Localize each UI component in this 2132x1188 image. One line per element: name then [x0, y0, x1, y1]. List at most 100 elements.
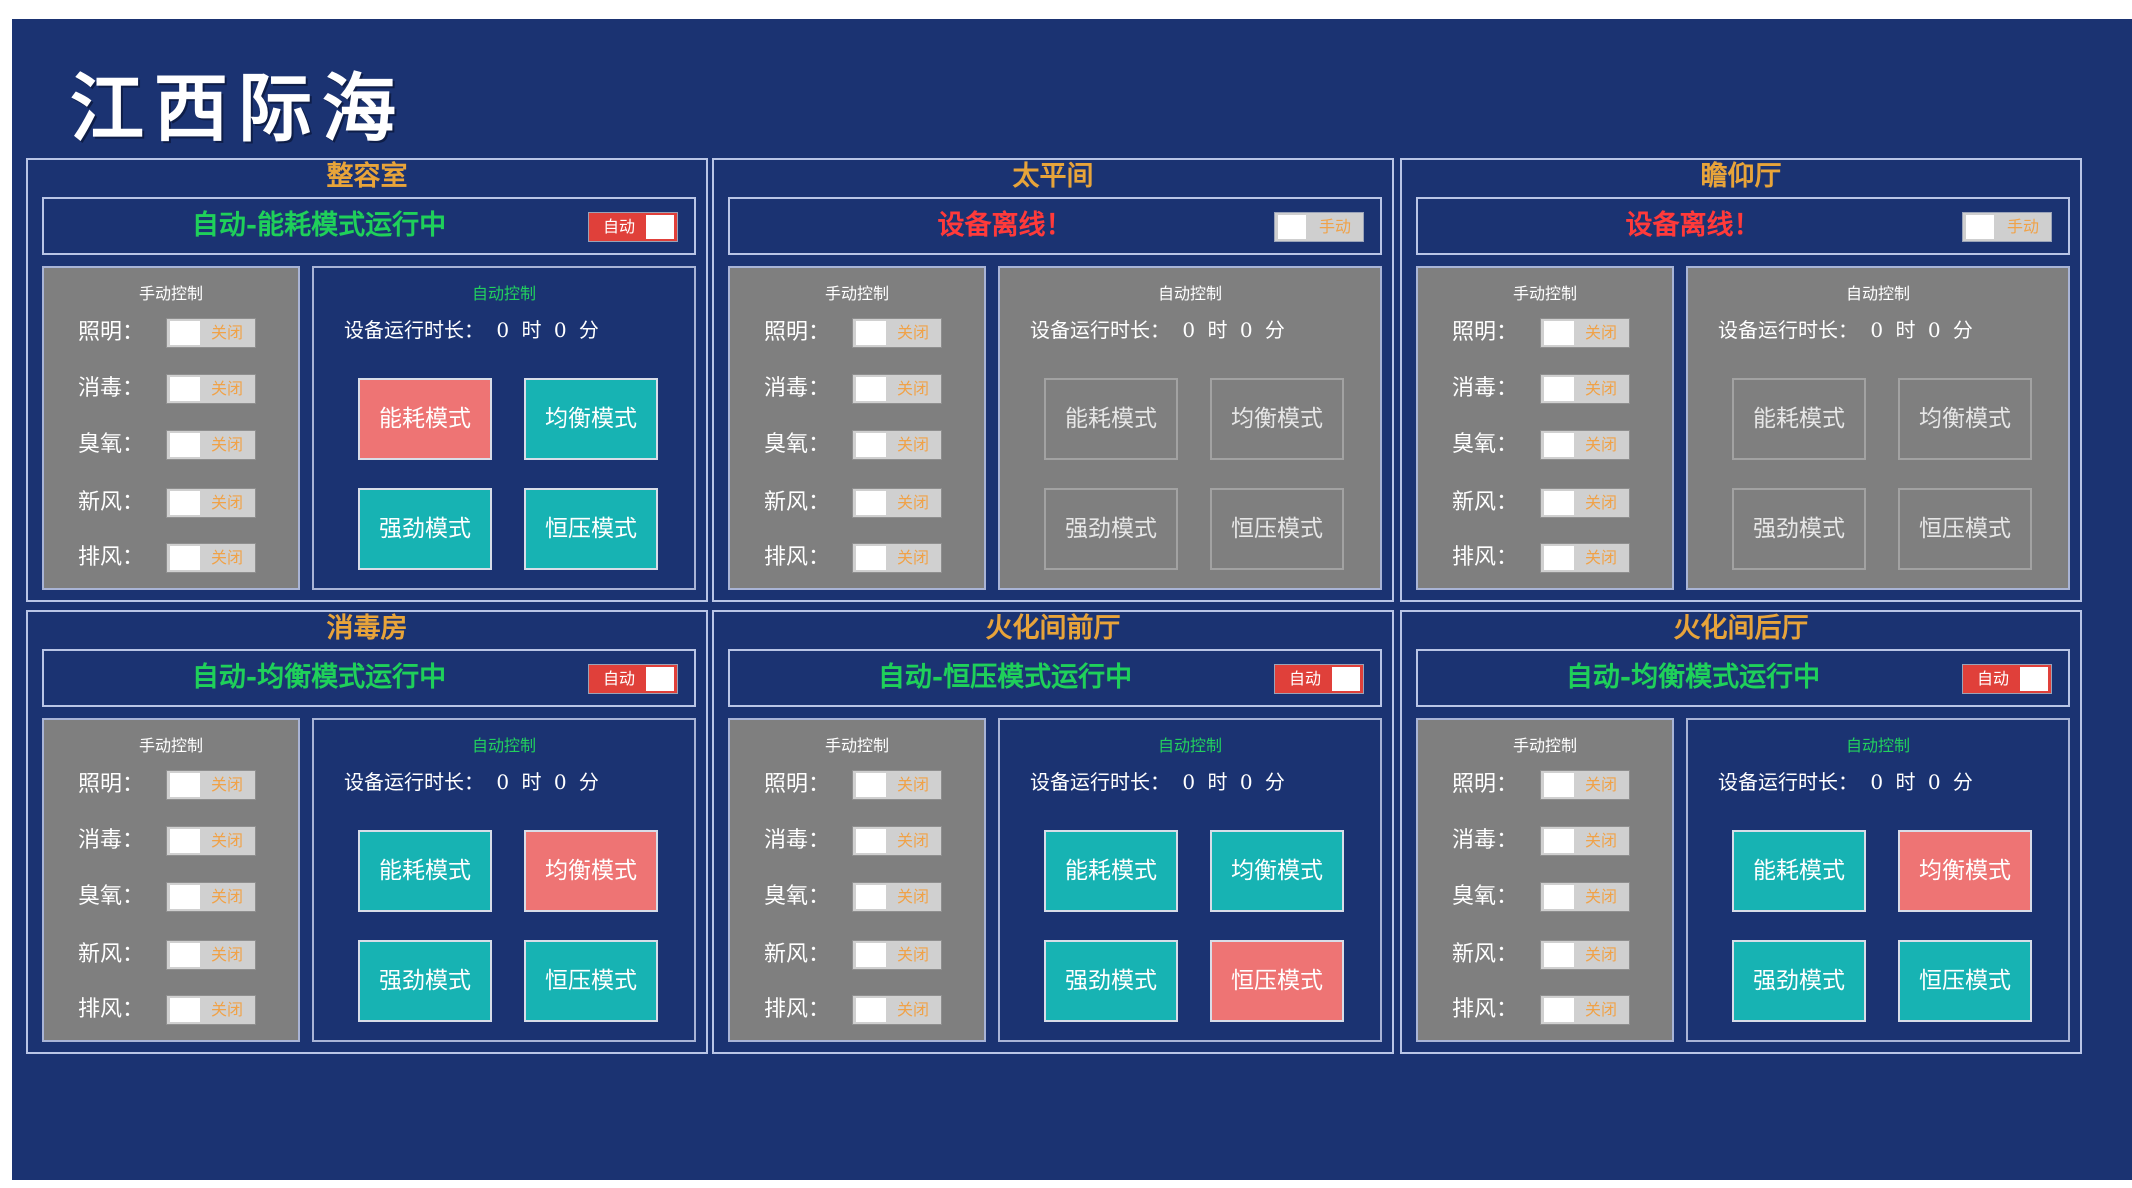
mode-button-constant-pressure[interactable]: 恒压模式 — [1898, 940, 2032, 1022]
room-title: 瞻仰厅 — [1700, 161, 1782, 192]
auto-panel-title: 自动控制 — [471, 736, 536, 755]
control-row: 消毒：关闭 — [1418, 824, 1672, 858]
device-switch[interactable]: 关闭 — [1540, 940, 1630, 970]
switch-state-label: 关闭 — [210, 1000, 243, 1019]
status-bar: 自动-均衡模式运行中 自动 — [1416, 649, 2070, 707]
mode-button-strong[interactable]: 强劲模式 — [1732, 488, 1866, 570]
minute-unit: 分 — [1264, 318, 1285, 342]
control-row: 照明：关闭 — [1418, 768, 1672, 802]
mode-button-strong[interactable]: 强劲模式 — [1044, 488, 1178, 570]
mode-button-balanced[interactable]: 均衡模式 — [524, 378, 658, 460]
auto-manual-toggle[interactable]: 手动 — [1274, 212, 1364, 242]
device-switch[interactable]: 关闭 — [166, 940, 256, 970]
runtime-minutes: 0 — [1239, 770, 1253, 794]
mode-button-energy[interactable]: 能耗模式 — [358, 378, 492, 460]
switch-knob — [1544, 773, 1574, 797]
device-switch[interactable]: 关闭 — [852, 940, 942, 970]
device-switch[interactable]: 关闭 — [852, 488, 942, 518]
runtime-hours: 0 — [1870, 770, 1884, 794]
mode-button-balanced[interactable]: 均衡模式 — [1898, 830, 2032, 912]
device-switch[interactable]: 关闭 — [166, 374, 256, 404]
auto-manual-toggle[interactable]: 自动 — [1962, 664, 2052, 694]
auto-manual-toggle[interactable]: 手动 — [1962, 212, 2052, 242]
control-row: 排风：关闭 — [1418, 993, 1672, 1027]
runtime-minutes: 0 — [1239, 318, 1253, 342]
runtime-hours: 0 — [1182, 318, 1196, 342]
mode-button-energy[interactable]: 能耗模式 — [1044, 378, 1178, 460]
control-label: 新风： — [1452, 942, 1519, 967]
mode-button-constant-pressure[interactable]: 恒压模式 — [1210, 940, 1344, 1022]
mode-button-balanced[interactable]: 均衡模式 — [1210, 830, 1344, 912]
switch-state-label: 关闭 — [210, 887, 243, 906]
switch-knob — [856, 546, 886, 570]
device-switch[interactable]: 关闭 — [166, 488, 256, 518]
mode-button-energy[interactable]: 能耗模式 — [1732, 378, 1866, 460]
mode-button-constant-pressure[interactable]: 恒压模式 — [1898, 488, 2032, 570]
control-label: 照明： — [78, 320, 145, 345]
device-switch[interactable]: 关闭 — [1540, 826, 1630, 856]
switch-state-label: 关闭 — [1584, 775, 1617, 794]
device-switch[interactable]: 关闭 — [1540, 430, 1630, 460]
device-switch[interactable]: 关闭 — [166, 770, 256, 800]
mode-button-balanced[interactable]: 均衡模式 — [524, 830, 658, 912]
device-switch[interactable]: 关闭 — [166, 318, 256, 348]
switch-state-label: 关闭 — [896, 548, 929, 567]
device-switch[interactable]: 关闭 — [1540, 770, 1630, 800]
device-switch[interactable]: 关闭 — [852, 318, 942, 348]
mode-button-strong[interactable]: 强劲模式 — [358, 940, 492, 1022]
mode-button-strong[interactable]: 强劲模式 — [1044, 940, 1178, 1022]
device-switch[interactable]: 关闭 — [166, 882, 256, 912]
mode-button-constant-pressure[interactable]: 恒压模式 — [524, 940, 658, 1022]
device-switch[interactable]: 关闭 — [852, 770, 942, 800]
device-switch[interactable]: 关闭 — [166, 543, 256, 573]
mode-button-strong[interactable]: 强劲模式 — [1732, 940, 1866, 1022]
control-row: 新风：关闭 — [44, 486, 298, 520]
status-bar: 自动-能耗模式运行中 自动 — [42, 197, 696, 255]
control-row: 新风：关闭 — [730, 938, 984, 972]
auto-control-panel: 自动控制 设备运行时长： 0 时 0 分 能耗模式 均衡模式 强劲模式 恒压模式 — [998, 266, 1382, 590]
switch-knob — [1544, 377, 1574, 401]
switch-state-label: 关闭 — [1584, 1000, 1617, 1019]
mode-button-constant-pressure[interactable]: 恒压模式 — [524, 488, 658, 570]
auto-manual-toggle[interactable]: 自动 — [1274, 664, 1364, 694]
control-row: 臭氧：关闭 — [730, 428, 984, 462]
device-switch[interactable]: 关闭 — [1540, 882, 1630, 912]
manual-control-panel: 手动控制 照明：关闭消毒：关闭臭氧：关闭新风：关闭排风：关闭 — [728, 718, 986, 1042]
switch-state-label: 关闭 — [896, 379, 929, 398]
control-row: 新风：关闭 — [1418, 486, 1672, 520]
mode-button-balanced[interactable]: 均衡模式 — [1898, 378, 2032, 460]
mode-button-balanced[interactable]: 均衡模式 — [1210, 378, 1344, 460]
control-row: 新风：关闭 — [44, 938, 298, 972]
switch-knob — [170, 998, 200, 1022]
mode-button-energy[interactable]: 能耗模式 — [358, 830, 492, 912]
mode-button-strong[interactable]: 强劲模式 — [358, 488, 492, 570]
mode-button-energy[interactable]: 能耗模式 — [1044, 830, 1178, 912]
device-switch[interactable]: 关闭 — [852, 882, 942, 912]
control-row: 臭氧：关闭 — [1418, 880, 1672, 914]
device-switch[interactable]: 关闭 — [1540, 543, 1630, 573]
mode-button-energy[interactable]: 能耗模式 — [1732, 830, 1866, 912]
device-switch[interactable]: 关闭 — [1540, 318, 1630, 348]
device-switch[interactable]: 关闭 — [1540, 374, 1630, 404]
runtime-hours: 0 — [496, 318, 510, 342]
device-switch[interactable]: 关闭 — [852, 430, 942, 460]
device-switch[interactable]: 关闭 — [1540, 995, 1630, 1025]
device-switch[interactable]: 关闭 — [852, 543, 942, 573]
control-label: 臭氧： — [764, 884, 831, 909]
switch-knob — [1544, 885, 1574, 909]
device-switch[interactable]: 关闭 — [852, 374, 942, 404]
mode-button-constant-pressure[interactable]: 恒压模式 — [1210, 488, 1344, 570]
device-switch[interactable]: 关闭 — [852, 826, 942, 856]
auto-manual-toggle[interactable]: 自动 — [588, 212, 678, 242]
auto-manual-toggle[interactable]: 自动 — [588, 664, 678, 694]
device-switch[interactable]: 关闭 — [166, 430, 256, 460]
minute-unit: 分 — [1952, 770, 1973, 794]
auto-control-panel: 自动控制 设备运行时长： 0 时 0 分 能耗模式 均衡模式 强劲模式 恒压模式 — [1686, 266, 2070, 590]
manual-panel-title: 手动控制 — [1512, 736, 1577, 755]
device-switch[interactable]: 关闭 — [852, 995, 942, 1025]
device-switch[interactable]: 关闭 — [1540, 488, 1630, 518]
switch-knob — [170, 829, 200, 853]
device-switch[interactable]: 关闭 — [166, 995, 256, 1025]
toggle-label: 手动 — [2006, 217, 2039, 236]
device-switch[interactable]: 关闭 — [166, 826, 256, 856]
